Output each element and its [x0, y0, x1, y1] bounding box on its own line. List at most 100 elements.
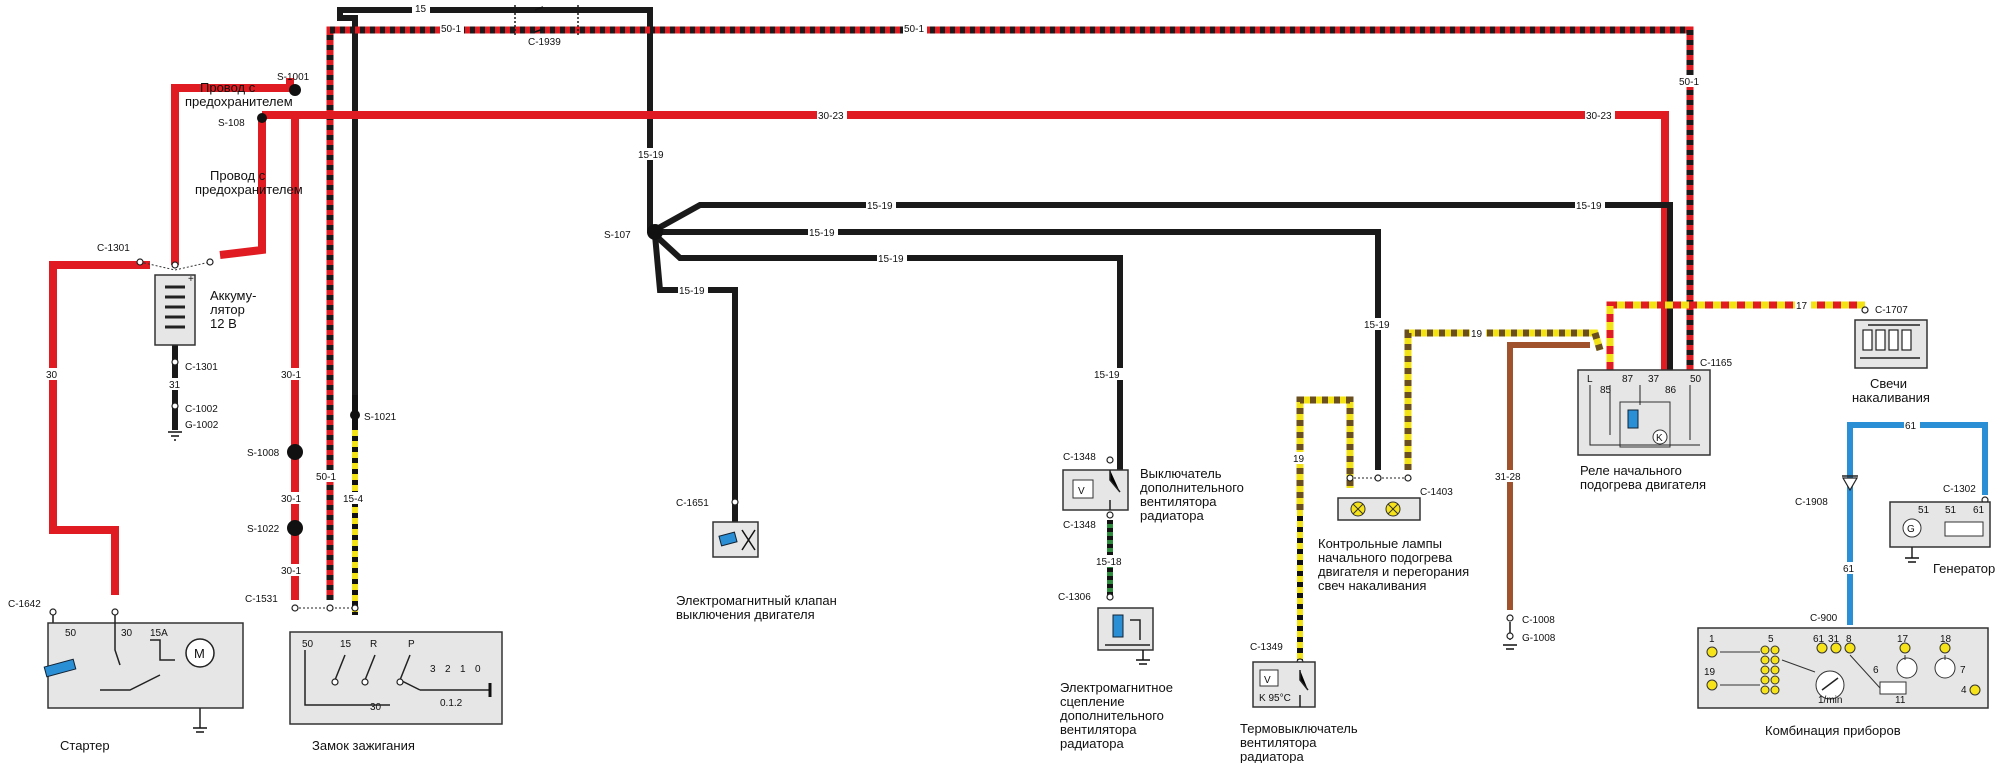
splice-s1022: S-1022: [247, 520, 303, 536]
fuse-wire-label-2: Провод с предохранителем: [195, 168, 303, 197]
wire-label-30-1: 30-1: [281, 494, 301, 505]
fan-switch-label: вентилятора: [1140, 494, 1217, 509]
shutoff-solenoid: C-1651 Электромагнитный клапан выключени…: [676, 498, 837, 622]
connector-label: C-1403: [1420, 487, 1453, 498]
ignition-switch: C-1531 50 15 R P 30 3 2 1 0 0.1.2 Замок …: [245, 594, 503, 753]
wire-31-28: [1507, 342, 1590, 610]
wire-label-19: 19: [1293, 454, 1305, 465]
thermo-label: вентилятора: [1240, 735, 1317, 750]
connector-label: C-1349: [1250, 642, 1283, 653]
terminal-label: 61: [1813, 634, 1825, 645]
fan-switch-label: радиатора: [1140, 508, 1205, 523]
lamps-label: Контрольные лампы: [1318, 536, 1442, 551]
connector-label: C-1002: [185, 404, 218, 415]
relay-label: подогрева двигателя: [1580, 477, 1706, 492]
battery-label: лятор: [210, 302, 245, 317]
terminal-label: 50: [65, 628, 77, 639]
terminal-label: 50: [1690, 374, 1702, 385]
wire-50-1: [326, 26, 1694, 600]
wire-30: [49, 261, 150, 595]
wire-label-15-19: 15-19: [679, 286, 705, 297]
connector-label: S-1008: [247, 448, 280, 459]
wire-label-15-18: 15-18: [1096, 557, 1122, 568]
connector-label: C-1651: [676, 498, 709, 509]
fan-switch: C-1348 V C-1348 Выключатель дополнительн…: [1062, 452, 1244, 531]
wire-fuse-1: [171, 78, 294, 265]
ground-g1008: C-1008 G-1008: [1503, 614, 1556, 650]
terminal-label: P: [408, 639, 415, 650]
diode-c1908: C-1908: [1795, 475, 1859, 508]
generator: C-1302 51 51 61 G Генератор: [1889, 484, 1995, 576]
wire-label-50-1: 50-1: [1679, 77, 1699, 88]
relay-label: Реле начального: [1580, 463, 1682, 478]
connector-label: C-1642: [8, 599, 41, 610]
glow-plugs: C-1707 Свечи накаливания: [1852, 305, 1930, 405]
thermo-switch: C-1349 V K 95°C Термовыключатель вентиля…: [1240, 642, 1358, 763]
wire-label-15-19: 15-19: [638, 150, 664, 161]
splice-s108: S-108: [218, 113, 267, 129]
terminal-label: 1: [1709, 634, 1715, 645]
terminal-label: 15: [340, 639, 352, 650]
glow-label: Свечи: [1870, 376, 1907, 391]
terminal-label: 0.1.2: [440, 698, 463, 709]
fan-switch-label: дополнительного: [1140, 480, 1244, 495]
instrument-cluster: C-900 1 5 61 31 8 17 18 19 6 7 4 11 1/mi…: [1697, 613, 1989, 738]
wire-label-19: 19: [1471, 329, 1483, 340]
k-symbol: K: [1656, 433, 1663, 444]
thermo-label: Термовыключатель: [1240, 721, 1358, 736]
glow-relay: C-1165 L 85 87 37 86 50 K Реле начальног…: [1577, 358, 1732, 492]
wire-label-30-1: 30-1: [281, 566, 301, 577]
thermo-value: K 95°C: [1259, 693, 1291, 704]
clutch-label: Электромагнитное: [1060, 680, 1173, 695]
wire-label-50-1: 50-1: [316, 472, 336, 483]
wire-label-61: 61: [1843, 564, 1855, 575]
clutch-label: сцепление: [1060, 694, 1125, 709]
terminal-label: 85: [1600, 385, 1612, 396]
motor-icon: M: [194, 646, 205, 661]
cluster-label: Комбинация приборов: [1765, 723, 1901, 738]
wire-15: [337, 7, 655, 395]
starter: C-1642 50 30 15A M Стартер: [8, 599, 244, 753]
wire-19: [1296, 329, 1604, 510]
terminal-label: 86: [1665, 385, 1677, 396]
connector-label: C-1348: [1063, 452, 1096, 463]
wire-label-50-1: 50-1: [904, 24, 924, 35]
connector-label: C-1531: [245, 594, 278, 605]
clutch-label: радиатора: [1060, 736, 1125, 751]
wire-17: [1606, 301, 1865, 378]
connector-label: S-1001: [277, 72, 310, 83]
connector-label: C-1008: [1522, 615, 1555, 626]
v-symbol: V: [1078, 486, 1085, 497]
battery-label: Аккуму-: [210, 288, 256, 303]
terminal-label: 30: [370, 702, 382, 713]
solenoid-label: Электромагнитный клапан: [676, 593, 837, 608]
wire-label-15-19: 15-19: [878, 254, 904, 265]
fuse-wire-text: Провод с: [200, 80, 256, 95]
wire-label-15-19: 15-19: [809, 228, 835, 239]
wire-label-30-23: 30-23: [818, 111, 844, 122]
warning-lamps: C-1403 Контрольные лампы начального подо…: [1318, 474, 1469, 593]
connector-label: S-1021: [364, 412, 397, 423]
glow-label: накаливания: [1852, 390, 1930, 405]
wire-label-31-28: 31-28: [1495, 472, 1521, 483]
lamps-label: двигателя и перегорания: [1318, 564, 1469, 579]
terminal-label: 19: [1704, 667, 1716, 678]
terminal-label: 17: [1897, 634, 1909, 645]
generator-icon: G: [1907, 524, 1915, 535]
connector-label: C-900: [1810, 613, 1838, 624]
splice-s1001: S-1001: [277, 72, 310, 96]
terminal-label: 3: [430, 664, 436, 675]
clutch-label: вентилятора: [1060, 722, 1137, 737]
wire-label-50-1: 50-1: [441, 24, 461, 35]
fuse-wire-label-1: Провод с предохранителем: [185, 80, 293, 109]
terminal-label: 37: [1648, 374, 1660, 385]
terminal-label: 61: [1973, 505, 1985, 516]
terminal-label: 11: [1895, 695, 1906, 706]
connector-label: C-1165: [1700, 358, 1732, 369]
terminal-label: 6: [1873, 665, 1879, 676]
thermo-label: радиатора: [1240, 749, 1305, 763]
connector-label: C-1707: [1875, 305, 1908, 316]
terminal-label: 15A: [150, 628, 168, 639]
generator-label: Генератор: [1933, 561, 1995, 576]
wire-label-61: 61: [1905, 421, 1917, 432]
